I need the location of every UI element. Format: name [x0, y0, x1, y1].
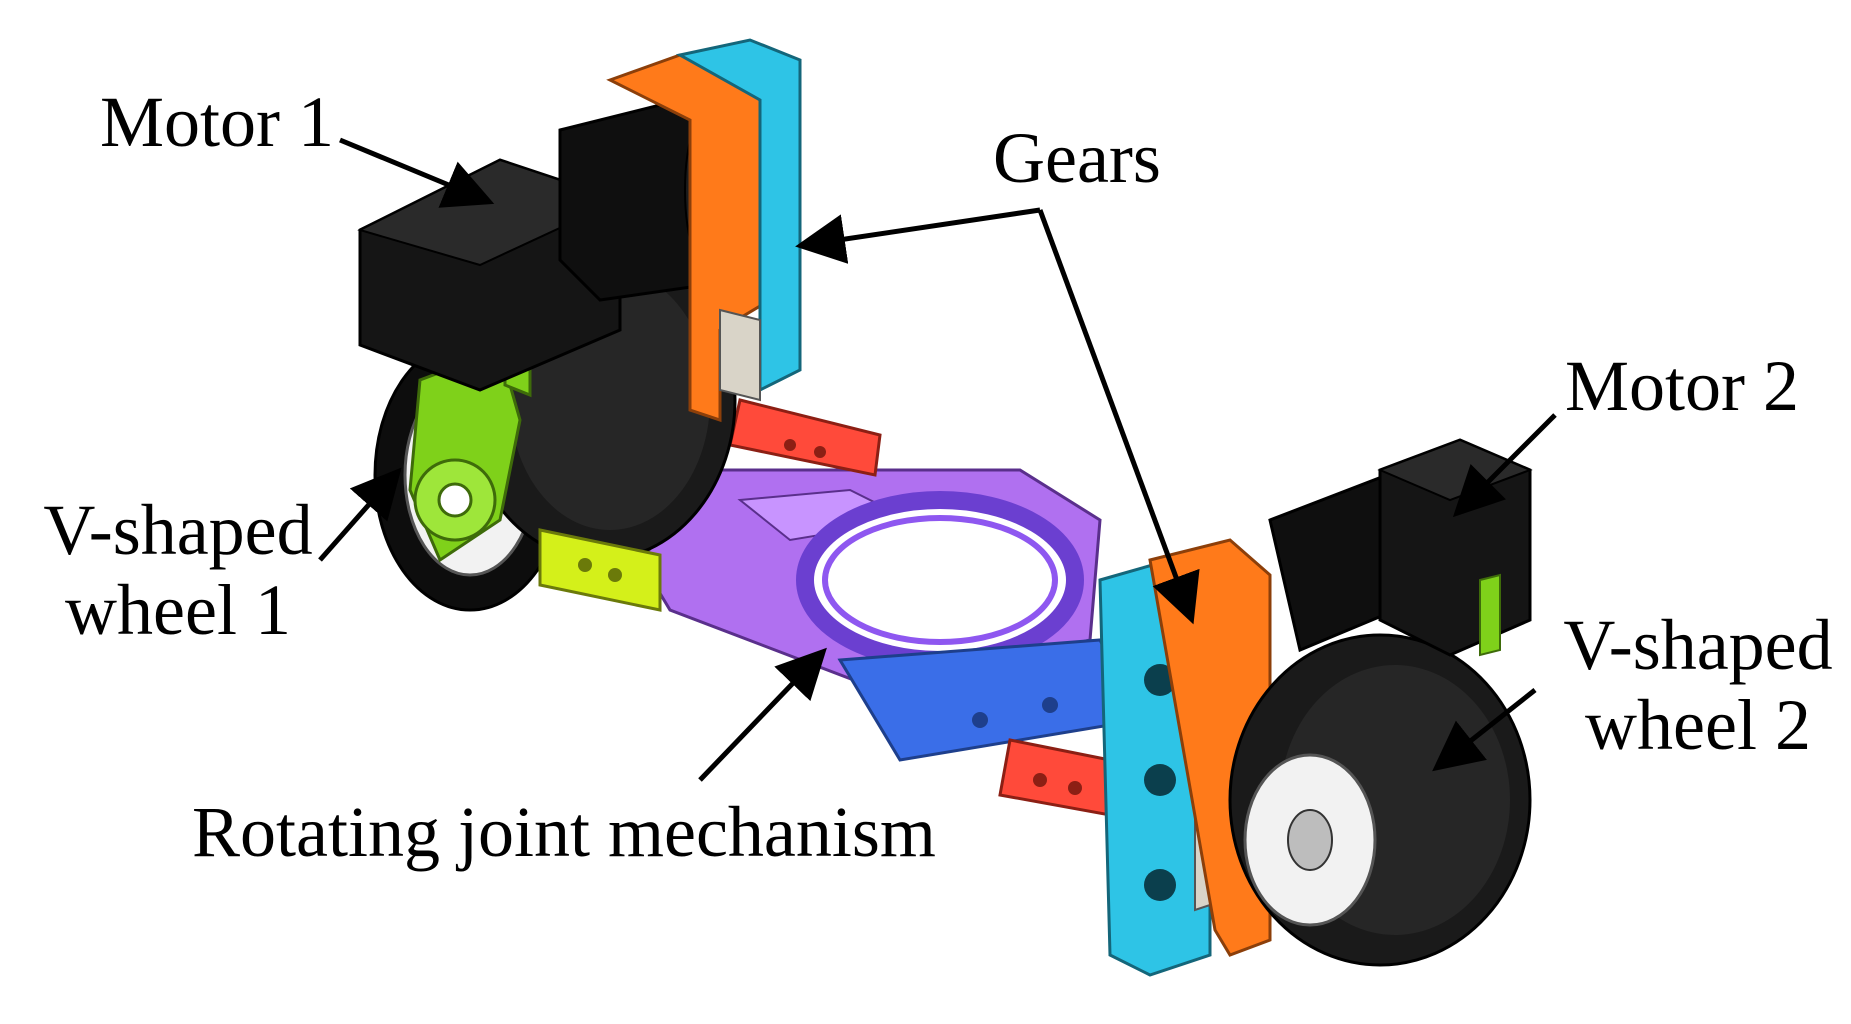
- label-v-wheel-2-line-2: wheel 2: [1585, 685, 1811, 765]
- label-gears: Gears: [993, 118, 1161, 198]
- label-v-wheel-2: V-shaped wheel 2: [1548, 605, 1848, 765]
- red-block-right: [998, 738, 1112, 817]
- arrow-gears-a: [795, 207, 1041, 264]
- label-v-wheel-1-line-1: V-shaped: [43, 490, 313, 570]
- annotation-arrows: [318, 137, 1557, 782]
- label-v-wheel-1: V-shaped wheel 1: [28, 490, 328, 650]
- label-v-wheel-1-line-2: wheel 1: [65, 570, 291, 650]
- label-motor-2: Motor 2: [1565, 346, 1799, 426]
- red-block-left: [728, 398, 882, 477]
- green-bracket-left: [408, 327, 662, 612]
- arrow-v-wheel-1: [318, 467, 402, 562]
- label-rotating-joint: Rotating joint mechanism: [192, 792, 936, 872]
- purple-base-plate: [638, 468, 1102, 692]
- label-v-wheel-2-line-1: V-shaped: [1563, 605, 1833, 685]
- rotating-ring: [796, 491, 1084, 669]
- arrow-motor-1: [339, 137, 495, 208]
- arrow-motor-2: [1452, 413, 1557, 518]
- arrow-gears-b: [1037, 209, 1200, 625]
- label-motor-1: Motor 1: [100, 82, 334, 162]
- arrow-rotating-joint: [698, 647, 827, 782]
- arrow-v-wheel-2: [1432, 688, 1537, 772]
- blue-link: [837, 638, 1143, 762]
- frame-left: [606, 38, 802, 423]
- v-wheel-2: [1228, 633, 1532, 967]
- motor-2: [1268, 438, 1533, 657]
